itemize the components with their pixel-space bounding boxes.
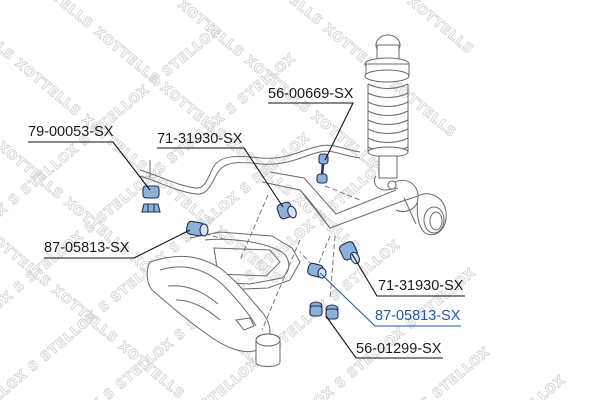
svg-text:XOTTELLS XOTTELLS XOTTELLS: XOTTELLS XOTTELLS XOTTELLS XOTTELLS XOTT…	[71, 0, 476, 58]
label-71-31930-sx-right[interactable]: 71-31930-SX	[378, 278, 464, 294]
label-87-05813-sx-right-highlighted[interactable]: 87-05813-SX	[375, 308, 461, 324]
label-56-00669-sx[interactable]: 56-00669-SX	[268, 86, 354, 102]
watermark-pattern: S STELLOX S STELLOX S STELLOX S STELLOX …	[0, 0, 570, 400]
stabilizer-bushing-part[interactable]	[141, 185, 161, 213]
stabilizer-link-part[interactable]	[316, 153, 329, 184]
subframe-bushing-left-part[interactable]	[185, 220, 209, 237]
control-arm-bushing-top-part[interactable]	[276, 201, 298, 220]
label-79-00053-sx[interactable]: 79-00053-SX	[28, 124, 114, 140]
leader-line-highlight	[319, 272, 461, 327]
subframe-bushing-right-part[interactable]	[307, 262, 327, 279]
label-87-05813-sx-left[interactable]: 87-05813-SX	[44, 240, 130, 256]
suspension-line-art	[139, 34, 447, 367]
label-71-31930-sx-top[interactable]: 71-31930-SX	[157, 131, 243, 147]
mount-bushing-set-part[interactable]	[309, 301, 339, 320]
leader-lines	[28, 102, 465, 359]
label-56-01299-sx[interactable]: 56-01299-SX	[356, 341, 442, 357]
